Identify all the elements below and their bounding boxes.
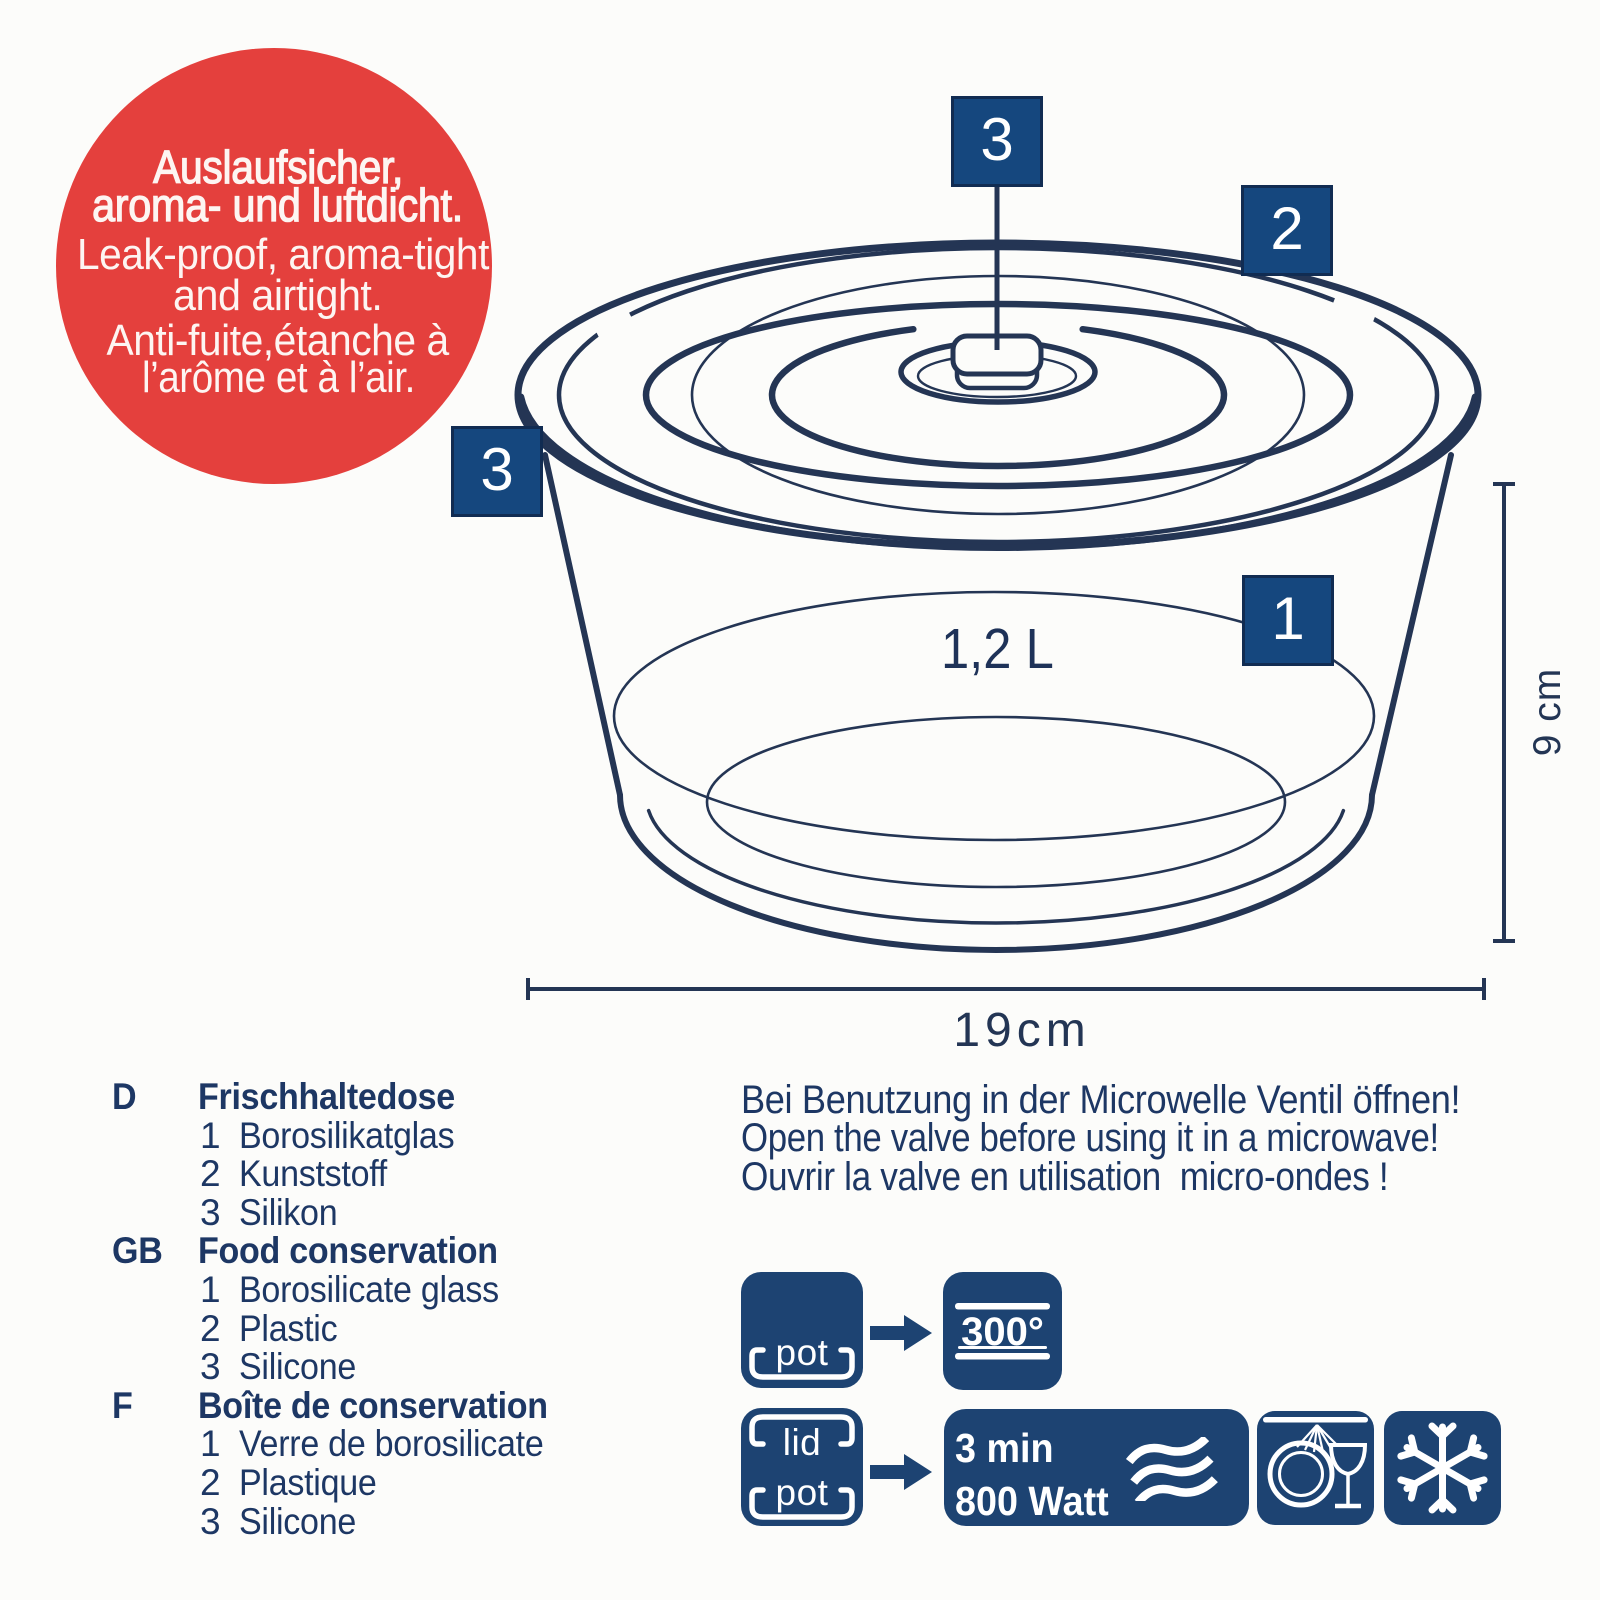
legend-title: Frischhaltedose — [198, 1076, 455, 1117]
height-dimension-label: 9 cm — [1526, 667, 1569, 757]
legend-title: Food conservation — [198, 1230, 498, 1272]
note-line-en: Open the valve before using it in a micr… — [741, 1116, 1439, 1161]
legend-group-f: F Boîte de conservation — [112, 1384, 672, 1426]
arrow-right-icon — [870, 1315, 932, 1351]
legend-item: 3 Silicone — [112, 1348, 672, 1387]
badge-line-en-1: Leak-proof, aroma-tight — [76, 230, 489, 279]
width-dimension-label: 19cm — [953, 1004, 1091, 1057]
legend-item: 2 Plastic — [112, 1307, 672, 1349]
legend-item-num: 2 — [200, 1461, 221, 1503]
legend-title: Boîte de conservation — [198, 1384, 548, 1426]
lid-pot-brackets-icon — [749, 1414, 855, 1520]
legend-item: 3 Silicone — [112, 1500, 672, 1542]
callout-3-valve: 3 — [951, 96, 1043, 187]
callout-2-lid: 2 — [1241, 185, 1333, 276]
microwave-icon: 3 min 800 Watt — [944, 1409, 1249, 1526]
legend-item: 1 Borosilikatglas — [112, 1114, 672, 1156]
valve-knob — [950, 187, 1044, 391]
legend-item-label: Silikon — [239, 1191, 338, 1233]
legend-item-num: 2 — [200, 1307, 221, 1349]
legend-group-de: D Frischhaltedose — [112, 1076, 672, 1117]
ring-highlight-breaks — [592, 295, 1378, 338]
legend-item-label: Silicone — [239, 1500, 357, 1542]
dimension-lines — [526, 482, 1515, 1000]
dishwasher-safe-icon — [1257, 1411, 1374, 1525]
legend-item-num: 3 — [200, 1500, 221, 1542]
legend-code: F — [112, 1384, 133, 1426]
freezer-safe-icon — [1384, 1411, 1501, 1525]
legend-item: 3 Silikon — [112, 1191, 672, 1233]
legend-item-num: 2 — [200, 1153, 221, 1195]
callout-1-pot: 1 — [1242, 575, 1334, 666]
legend-item-label: Kunststoff — [239, 1153, 388, 1195]
microwave-time-label: 3 min — [955, 1425, 1054, 1471]
legend-item-num: 3 — [200, 1191, 221, 1233]
materials-legend: D Frischhaltedose 1 Borosilikatglas 2 Kuns… — [112, 1076, 672, 1542]
oven-temperature-icon: 300° — [943, 1272, 1062, 1390]
legend-item-label: Plastic — [239, 1307, 338, 1349]
legend-code: D — [112, 1076, 137, 1117]
pot-icon-label: pot — [775, 1332, 829, 1373]
microwave-power-label: 800 Watt — [955, 1478, 1109, 1524]
microwave-valve-note: Bei Benutzung in der Microwelle Ventil ö… — [741, 1078, 1501, 1199]
oven-bars-icon — [955, 1303, 1050, 1360]
pot-icon: pot — [741, 1272, 863, 1388]
note-line-fr: Ouvrir la valve en utilisation micro-ond… — [741, 1154, 1389, 1199]
legend-item: 2 Plastique — [112, 1461, 672, 1503]
legend-item-label: Verre de borosilicate — [239, 1423, 544, 1465]
badge-line-de-1: Auslaufsicher, — [152, 141, 404, 193]
legend-item: 2 Kunststoff — [112, 1155, 672, 1194]
microwave-waves-icon — [1125, 1437, 1218, 1501]
lid-icon-label: lid — [782, 1422, 822, 1463]
capacity-label: 1,2 L — [940, 617, 1054, 681]
pot-bracket-icon — [749, 1347, 855, 1380]
badge-line-de-2: aroma- und luftdicht. — [92, 179, 464, 231]
callout-3-seal: 3 — [451, 426, 543, 517]
legend-group-gb: GB Food conservation — [112, 1232, 672, 1271]
badge-line-en-2: and airtight. — [173, 271, 383, 320]
legend-item: 1 Verre de borosilicate — [112, 1425, 672, 1464]
lidpot-pot-label: pot — [775, 1472, 829, 1513]
legend-item-num: 1 — [200, 1114, 221, 1156]
legend-item-num: 3 — [200, 1346, 221, 1388]
legend-item: 1 Borosilicate glass — [112, 1268, 672, 1310]
legend-code: GB — [112, 1230, 163, 1272]
lid-pot-icon: lid pot — [741, 1408, 863, 1526]
leakproof-badge: Auslaufsicher, aroma- und luftdicht. Lea… — [56, 48, 492, 484]
legend-item-num: 1 — [200, 1423, 221, 1465]
oven-temp-label: 300° — [961, 1310, 1044, 1354]
note-line-de: Bei Benutzung in der Microwelle Ventil ö… — [741, 1078, 1461, 1122]
legend-item-label: Silicone — [239, 1346, 357, 1388]
legend-item-label: Borosilikatglas — [239, 1114, 455, 1156]
legend-item-label: Plastique — [239, 1461, 377, 1503]
badge-line-fr-1: Anti-fuite,étanche à — [106, 316, 450, 365]
arrow-right-icon — [870, 1454, 932, 1490]
legend-item-num: 1 — [200, 1268, 221, 1310]
badge-line-fr-2: l’arôme et à l’air. — [141, 353, 415, 402]
legend-item-label: Borosilicate glass — [239, 1268, 499, 1310]
